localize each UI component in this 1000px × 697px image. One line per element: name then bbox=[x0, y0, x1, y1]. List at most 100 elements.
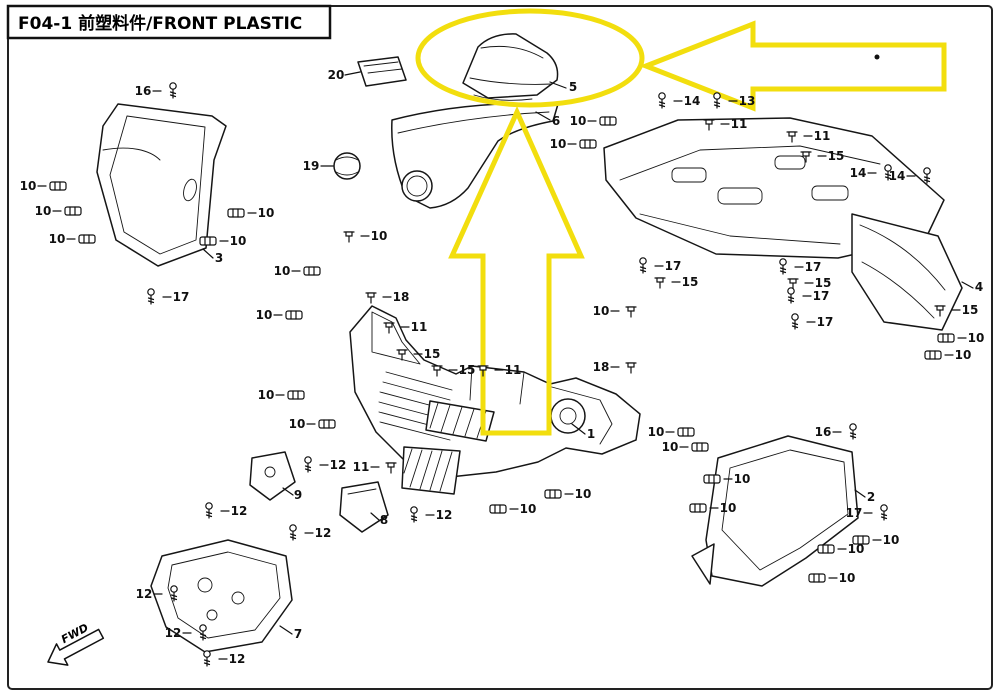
clip-fastener-icon bbox=[227, 208, 245, 218]
part-label-10: 10 bbox=[274, 264, 321, 278]
svg-text:10: 10 bbox=[258, 388, 275, 402]
svg-text:10: 10 bbox=[648, 425, 665, 439]
part-label-14: 14 bbox=[850, 164, 892, 181]
part-label-10: 10 bbox=[227, 206, 274, 220]
svg-text:16: 16 bbox=[815, 425, 832, 439]
svg-text:10: 10 bbox=[570, 114, 587, 128]
svg-text:17: 17 bbox=[846, 506, 863, 520]
part-label-10: 10 bbox=[689, 501, 736, 515]
rivet-fastener-icon bbox=[787, 278, 799, 290]
part-label-17: 17 bbox=[147, 288, 189, 305]
part-label-17: 17 bbox=[639, 257, 681, 274]
part-20-pad bbox=[357, 56, 407, 87]
part-label-14: 14 bbox=[889, 167, 931, 184]
svg-text:17: 17 bbox=[805, 260, 822, 274]
screw-fastener-icon bbox=[658, 92, 666, 109]
dot-mark bbox=[874, 54, 880, 60]
part-label-16: 16 bbox=[815, 423, 857, 440]
rivet-fastener-icon bbox=[934, 305, 946, 317]
rivet-fastener-icon bbox=[625, 306, 637, 318]
svg-text:17: 17 bbox=[813, 289, 830, 303]
clip-fastener-icon bbox=[64, 206, 82, 216]
svg-text:12: 12 bbox=[315, 526, 332, 540]
part-5-hood-cover bbox=[462, 33, 559, 101]
svg-text:10: 10 bbox=[968, 331, 985, 345]
part-label-16: 16 bbox=[135, 82, 177, 99]
svg-text:20: 20 bbox=[328, 68, 345, 82]
clip-fastener-icon bbox=[924, 350, 942, 360]
svg-text:11: 11 bbox=[505, 363, 522, 377]
rivet-fastener-icon bbox=[343, 231, 355, 243]
svg-text:2: 2 bbox=[867, 490, 875, 504]
svg-text:16: 16 bbox=[135, 84, 152, 98]
screw-fastener-icon bbox=[880, 504, 888, 521]
part-label-20: 20 bbox=[328, 68, 345, 82]
part-label-10: 10 bbox=[648, 425, 695, 439]
svg-text:10: 10 bbox=[256, 308, 273, 322]
rivet-fastener-icon bbox=[654, 277, 666, 289]
part-label-10: 10 bbox=[35, 204, 82, 218]
rivet-fastener-icon bbox=[396, 349, 408, 361]
screw-fastener-icon bbox=[639, 257, 647, 274]
clip-fastener-icon bbox=[703, 474, 721, 484]
svg-text:15: 15 bbox=[459, 363, 476, 377]
part-label-13: 13 bbox=[713, 92, 756, 109]
part-label-19: 19 bbox=[303, 159, 320, 173]
part-3-side-panel bbox=[96, 103, 227, 267]
svg-text:1: 1 bbox=[587, 427, 595, 441]
svg-text:3: 3 bbox=[215, 251, 223, 265]
part-label-17: 17 bbox=[791, 313, 834, 330]
rivet-fastener-icon bbox=[477, 365, 489, 377]
part-label-10: 10 bbox=[924, 348, 971, 362]
rivet-fastener-icon bbox=[703, 119, 715, 131]
clip-fastener-icon bbox=[691, 442, 709, 452]
part-label-12: 12 bbox=[165, 624, 207, 641]
svg-text:5: 5 bbox=[569, 80, 577, 94]
rivet-fastener-icon bbox=[365, 292, 377, 304]
part-label-7: 7 bbox=[294, 627, 302, 641]
svg-text:15: 15 bbox=[962, 303, 979, 317]
svg-text:13: 13 bbox=[739, 94, 756, 108]
part-label-11: 11 bbox=[353, 460, 397, 474]
screw-fastener-icon bbox=[787, 287, 795, 304]
part-label-10: 10 bbox=[256, 308, 303, 322]
screw-fastener-icon bbox=[205, 502, 213, 519]
svg-text:12: 12 bbox=[330, 458, 347, 472]
rivet-fastener-icon bbox=[800, 151, 812, 163]
part-label-12: 12 bbox=[304, 456, 347, 473]
svg-text:12: 12 bbox=[165, 626, 182, 640]
svg-text:12: 12 bbox=[231, 504, 248, 518]
leader-lines bbox=[202, 71, 974, 635]
svg-text:14: 14 bbox=[889, 169, 906, 183]
part-label-12: 12 bbox=[289, 524, 332, 541]
part-label-10: 10 bbox=[289, 417, 336, 431]
part-label-15: 15 bbox=[934, 303, 979, 317]
screw-fastener-icon bbox=[170, 585, 178, 602]
part-7-lower-guard bbox=[150, 539, 293, 653]
part-label-10: 10 bbox=[808, 571, 855, 585]
part-label-12: 12 bbox=[410, 506, 453, 523]
arrow-left-annotation bbox=[639, 20, 947, 112]
svg-text:15: 15 bbox=[815, 276, 832, 290]
part-label-12: 12 bbox=[205, 502, 248, 519]
svg-text:12: 12 bbox=[436, 508, 453, 522]
svg-text:10: 10 bbox=[49, 232, 66, 246]
part-label-15: 15 bbox=[787, 276, 832, 290]
svg-text:12: 12 bbox=[136, 587, 153, 601]
svg-text:19: 19 bbox=[303, 159, 320, 173]
clip-fastener-icon bbox=[808, 573, 826, 583]
clip-fastener-icon bbox=[937, 333, 955, 343]
screw-fastener-icon bbox=[779, 258, 787, 275]
part-label-17: 17 bbox=[846, 504, 888, 521]
svg-text:10: 10 bbox=[550, 137, 567, 151]
page-title: F04-1 前塑料件/FRONT PLASTIC bbox=[18, 13, 302, 34]
svg-text:6: 6 bbox=[552, 114, 560, 128]
svg-text:10: 10 bbox=[848, 542, 865, 556]
clip-fastener-icon bbox=[303, 266, 321, 276]
clip-fastener-icon bbox=[285, 310, 303, 320]
svg-text:10: 10 bbox=[371, 229, 388, 243]
svg-text:18: 18 bbox=[393, 290, 410, 304]
svg-text:17: 17 bbox=[817, 315, 834, 329]
part-label-15: 15 bbox=[654, 275, 698, 289]
part-label-18: 18 bbox=[593, 360, 637, 374]
